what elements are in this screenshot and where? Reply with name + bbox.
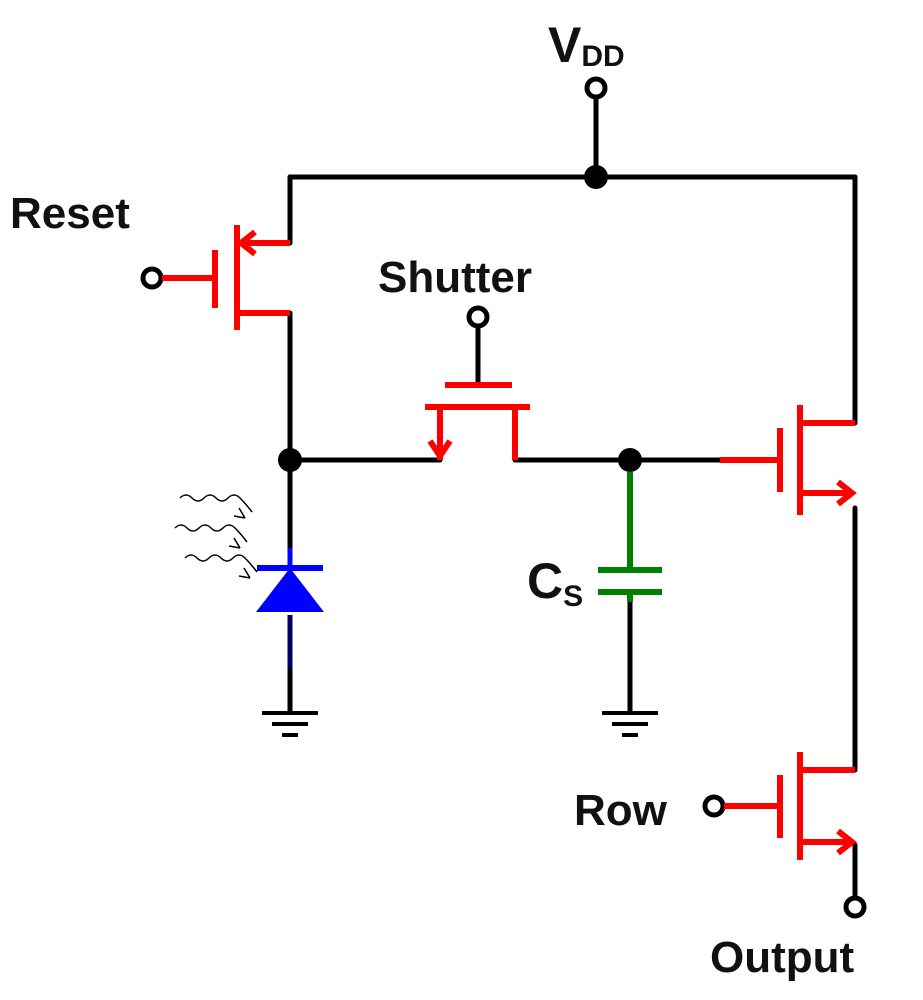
source-follower-transistor — [720, 405, 857, 515]
ground-pd — [262, 711, 318, 737]
light-icon — [174, 494, 258, 579]
transistors — [162, 225, 857, 860]
terminals — [140, 76, 867, 919]
reset-label: Reset — [10, 189, 130, 238]
junctions — [278, 165, 642, 472]
row-select-transistor — [724, 752, 857, 860]
vdd-terminal[interactable] — [584, 76, 608, 100]
output-terminal[interactable] — [843, 895, 867, 919]
shutter-terminal[interactable] — [466, 305, 490, 329]
reset-terminal[interactable] — [140, 266, 164, 290]
reset-transistor — [162, 225, 290, 330]
output-label: Output — [710, 933, 855, 982]
vdd-label: VDD — [548, 17, 625, 73]
row-terminal[interactable] — [702, 794, 726, 818]
cs-label: CS — [527, 553, 583, 613]
junction-storage-node — [618, 448, 642, 472]
storage-capacitor — [598, 472, 662, 602]
shutter-label: Shutter — [378, 253, 532, 302]
row-label: Row — [574, 786, 668, 835]
wires — [287, 95, 858, 900]
ground-cap — [602, 711, 658, 737]
junction-pd-node — [278, 448, 302, 472]
junction-vdd — [584, 165, 608, 189]
shutter-transistor — [425, 382, 530, 462]
photodiode — [256, 548, 324, 612]
